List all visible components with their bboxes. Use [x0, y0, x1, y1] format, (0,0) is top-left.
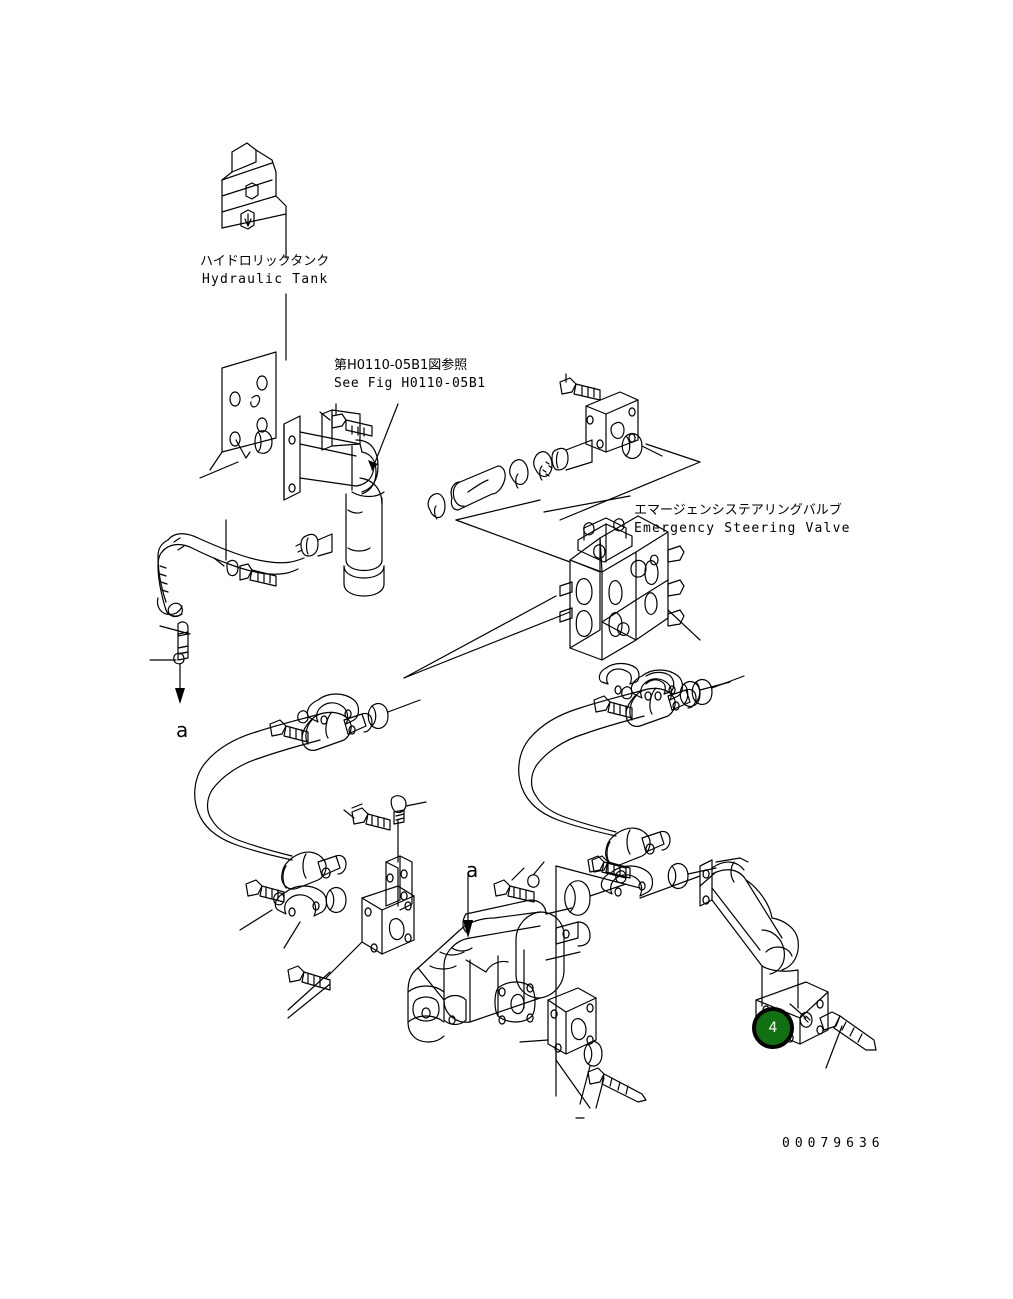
leader-pump-box-top	[555, 865, 641, 889]
leader-flange-bottom	[519, 1039, 549, 1043]
oring-bottom-center	[583, 1041, 603, 1067]
elbow-flange-hardware	[319, 403, 373, 437]
hose-sleeve-exploded	[427, 439, 593, 520]
gear-pump-assembly	[407, 899, 591, 1043]
leader-bolt-bottom-center	[595, 1077, 605, 1109]
hydraulic-tank-label-en: Hydraulic Tank	[202, 272, 329, 287]
oring-left-tube-bottom	[325, 887, 347, 913]
oring-left-tube-top	[367, 703, 389, 729]
emergency-steering-valve-label-en: Emergency Steering Valve	[634, 521, 851, 536]
valve-lower-couplings	[598, 662, 675, 701]
leader-part4-top	[699, 871, 717, 887]
emergency-steering-valve-graphic	[559, 515, 685, 661]
mount-plate	[221, 351, 277, 453]
oring-right-tube-top	[691, 679, 713, 705]
leader-valve-long-1	[559, 461, 701, 521]
item-letter-a-2: a	[466, 858, 479, 882]
block-bolt	[559, 373, 601, 401]
leader-clamp-lb	[239, 909, 273, 931]
leader-oring-ur	[641, 445, 663, 457]
leader-oring-pump-top	[589, 883, 627, 897]
item-letter-a-1: a	[176, 718, 189, 742]
highlighted-part-badge[interactable]: 4	[752, 1007, 794, 1049]
bottom-flange-adapter	[547, 987, 597, 1055]
plate-bolt-leader	[235, 439, 251, 459]
highlighted-part-number: 4	[768, 1020, 778, 1036]
see-fig-arrowhead	[368, 460, 378, 470]
leader-oring-lt	[387, 699, 421, 713]
left-tube-clamps	[274, 693, 360, 917]
a-arrow-head-2	[463, 920, 473, 938]
see-fig-label-jp: 第H0110-05B1図参照	[334, 358, 468, 373]
hydraulic-tank-graphic	[221, 142, 287, 259]
leader-valve-left	[455, 519, 571, 563]
leader-plate-1	[209, 451, 223, 471]
part4-elbow-pipe	[699, 857, 829, 1045]
leader-oring-rt	[711, 675, 745, 689]
leader-valve-label	[543, 495, 631, 513]
leader-bolt-part4	[825, 1025, 843, 1069]
bracket-bolt-left	[343, 807, 391, 831]
leader-valve-bottom	[403, 611, 571, 679]
leader-valve-right	[667, 609, 701, 641]
center-support-bracket	[385, 795, 427, 911]
leader-long-bolt-left	[287, 983, 331, 1019]
figure-number: 00079636	[782, 1136, 885, 1151]
a-arrow-head-1	[175, 688, 185, 704]
part4-hardware	[799, 1011, 877, 1051]
left-curved-tube	[194, 711, 373, 890]
right-tube-clamps	[600, 669, 684, 897]
see-fig-label-en: See Fig H0110-05B1	[334, 376, 486, 391]
left-tube-bolts	[245, 710, 309, 906]
right-tube-bolts	[587, 686, 633, 884]
oring-pump-top	[564, 880, 591, 916]
oring-upper-right	[621, 433, 643, 459]
leader-plate-2	[199, 461, 239, 479]
leader-valve-long-2	[645, 443, 701, 463]
leader-oring-rb	[687, 867, 717, 875]
plug-head	[173, 652, 185, 665]
leader-clamp-lb2	[283, 921, 301, 949]
left-hose-assembly	[156, 533, 333, 618]
see-fig-leader	[371, 403, 399, 471]
leader-oring-bottom-center	[579, 1065, 591, 1105]
tank-elbow-pipe	[283, 415, 385, 597]
support-bracket-upper	[321, 409, 361, 451]
port-block-fitting	[585, 391, 639, 453]
leader-pump-box-d	[555, 1059, 591, 1109]
hose-end-fitting	[177, 621, 189, 661]
leader-valve-bottom2	[403, 595, 557, 679]
leader-washer-part4	[789, 1003, 807, 1019]
pipe-cap	[254, 430, 273, 454]
leader-part4-long	[639, 875, 701, 899]
leader-valve-left2	[455, 499, 541, 521]
hydraulic-tank-label-jp: ハイドロリックタンク	[200, 254, 330, 269]
long-bolt-left	[287, 965, 331, 991]
pump-upper-bolts	[351, 803, 631, 903]
oring-right-tube-bottom	[667, 863, 689, 889]
emergency-steering-valve-label-jp: エマージェンシステアリングバルブ	[634, 503, 842, 518]
leader-pump-flange-left	[325, 941, 363, 979]
